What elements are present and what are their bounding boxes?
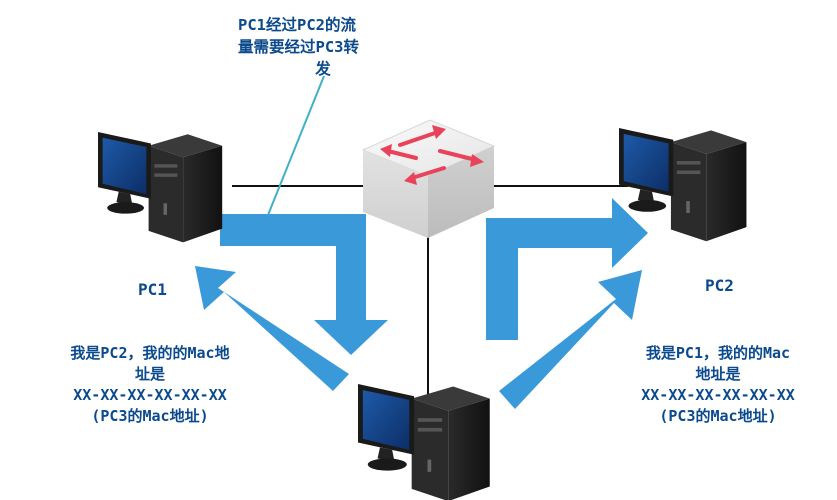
reply-arrow-to-pc1 [195, 266, 349, 391]
network-switch-icon [361, 119, 496, 238]
pc2-label: PC2 [705, 276, 734, 295]
flow-arrow-pc3-to-pc2 [486, 198, 648, 340]
right-note-line-1: 我是PC1，我的的Mac [645, 344, 791, 362]
flow-arrow-pc1-to-pc3 [220, 214, 388, 355]
left-mac-note: 我是PC2，我的的Mac地 址是 XX-XX-XX-XX-XX-XX (PC3的… [18, 343, 282, 427]
pc1-desktop-computer-icon [98, 132, 223, 243]
right-mac-note: 我是PC1，我的的Mac 地址是 XX-XX-XX-XX-XX-XX (PC3的… [600, 343, 836, 427]
callout-text: PC1经过PC2的流 量需要经过PC3转 发 [238, 14, 408, 80]
callout-line-1: PC1经过PC2的流 [238, 16, 356, 34]
pc3-desktop-computer-icon [358, 384, 490, 500]
left-note-line-2: 址是 [134, 365, 165, 383]
callout-line [267, 75, 325, 216]
pc1-label: PC1 [138, 280, 167, 299]
left-note-line-1: 我是PC2，我的的Mac地 [70, 344, 230, 362]
callout-line-2: 量需要经过PC3转 [238, 38, 359, 56]
left-note-line-4: (PC3的Mac地址) [91, 407, 209, 425]
reply-arrow-to-pc2 [499, 270, 642, 409]
right-note-line-3: XX-XX-XX-XX-XX-XX [641, 386, 795, 404]
right-note-line-4: (PC3的Mac地址) [659, 407, 777, 425]
callout-line-3: 发 [315, 60, 331, 78]
left-note-line-3: XX-XX-XX-XX-XX-XX [73, 386, 227, 404]
right-note-line-2: 地址是 [695, 365, 741, 383]
